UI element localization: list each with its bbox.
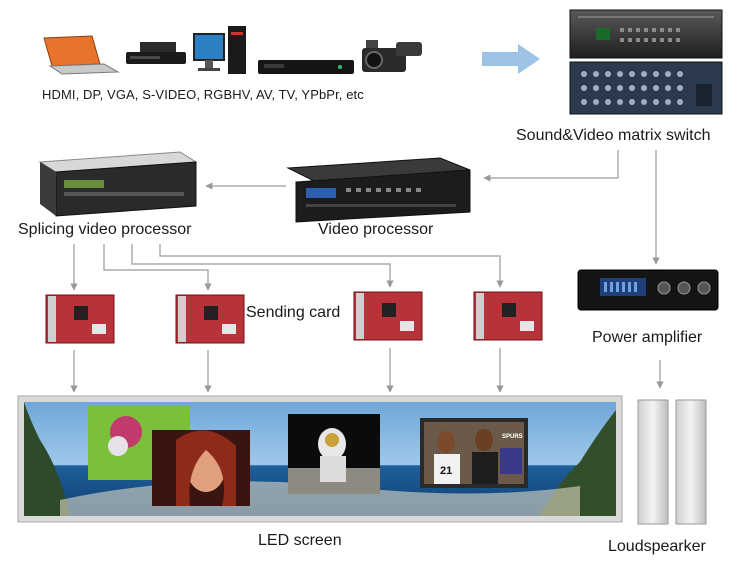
loudspeaker-right [675, 399, 707, 525]
flow-arrow-icon [482, 44, 540, 74]
sending-card-1 [45, 294, 115, 344]
sending-card-4 [473, 291, 543, 341]
set-top-box-icon [258, 60, 354, 74]
tv-team-label: SPURS [502, 434, 523, 440]
video-processor-label: Video processor [318, 221, 434, 238]
laptop-icon [43, 35, 120, 75]
splicing-processor-label: Splicing video processor [18, 221, 192, 238]
basketball-tv-photo: 21 SPURS [420, 418, 528, 488]
jersey-number: 21 [440, 465, 452, 477]
sending-card-2 [175, 294, 245, 344]
led-screen-display: 21 SPURS [17, 395, 623, 523]
source-formats-caption: HDMI, DP, VGA, S-VIDEO, RGBHV, AV, TV, Y… [42, 87, 364, 102]
sending-card-3 [353, 291, 423, 341]
power-amplifier-device [577, 269, 719, 311]
connector-lines [70, 150, 664, 393]
matrix-switch-label: Sound&Video matrix switch [516, 127, 711, 144]
splicing-to-card2-line [103, 244, 212, 291]
splicing-processor-device [38, 151, 198, 217]
astronaut-photo [288, 414, 380, 494]
woman-photo [152, 430, 250, 506]
dvd-player-icon [126, 42, 186, 64]
matrix-to-video-processor-line [483, 150, 619, 182]
desktop-monitor-icon [193, 26, 246, 74]
led-screen-label: LED screen [258, 532, 342, 549]
power-amplifier-label: Power amplifier [592, 329, 703, 346]
camcorder-icon [362, 40, 422, 72]
loudspeaker-label: Loudspearker [608, 538, 706, 555]
sending-card-label: Sending card [246, 304, 341, 321]
splicing-to-card3-line [131, 244, 394, 288]
video-processor-device [286, 157, 471, 223]
loudspeaker-left [637, 399, 669, 525]
splicing-to-card4-line [159, 244, 504, 288]
matrix-switch-device [569, 9, 723, 115]
